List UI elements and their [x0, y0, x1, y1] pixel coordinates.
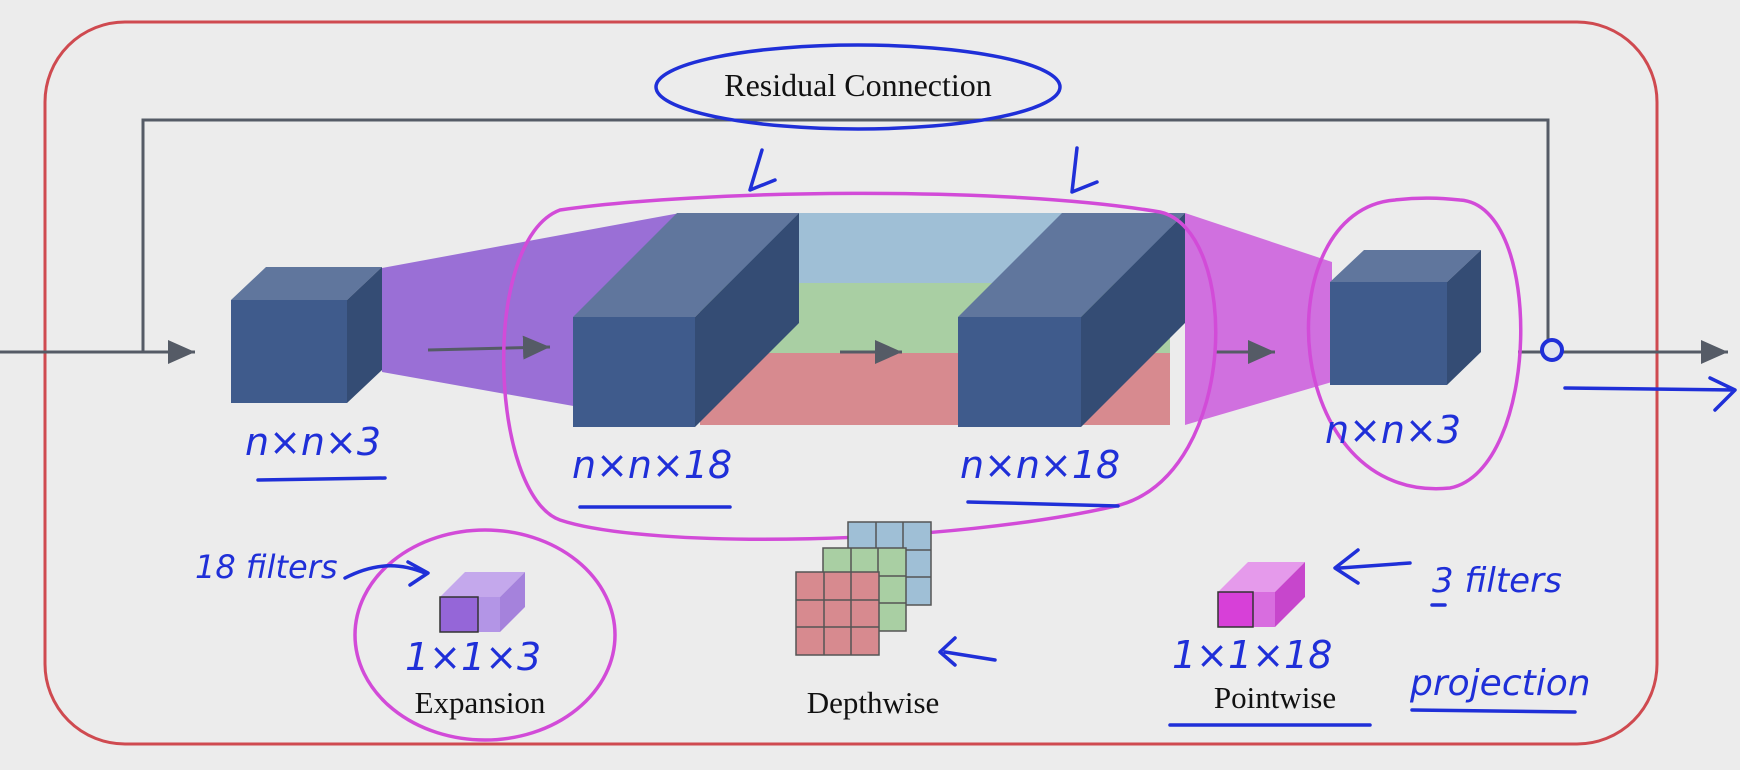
shape-output: n×n×3	[1325, 408, 1461, 452]
pointer-right	[1070, 146, 1099, 194]
input-block	[231, 267, 382, 403]
highlight-expansion-filter	[353, 528, 617, 742]
depthwise-filter-grids	[795, 521, 932, 656]
expansion-label: Expansion	[415, 685, 546, 720]
pointwise-filter-cube	[1217, 562, 1305, 628]
expanded-block	[573, 213, 799, 427]
shape-expanded: n×n×18	[572, 443, 732, 487]
output-block	[1330, 250, 1481, 385]
highlight-output-block	[1306, 196, 1523, 491]
flow-arrow-1	[427, 335, 551, 360]
pointwise-note: 3 filters	[1432, 561, 1562, 601]
expansion-note: 18 filters	[195, 548, 338, 586]
output-arrow	[1563, 376, 1737, 412]
depthwise-pointer	[938, 636, 997, 667]
projection-note: projection	[1409, 663, 1591, 704]
pointer-left	[748, 148, 777, 192]
pointwise-label: Pointwise	[1214, 680, 1336, 715]
residual-label: Residual Connection	[724, 67, 992, 103]
shape-depthwise-out: n×n×18	[960, 443, 1120, 487]
residual-path	[0, 118, 1728, 364]
pointwise-pointer	[1333, 548, 1412, 585]
shape-input: n×n×3	[245, 420, 381, 464]
highlight-depthwise-group	[501, 191, 1218, 542]
block-frame	[43, 20, 1659, 746]
expansion-filter-cube	[439, 572, 525, 633]
depthwise-label: Depthwise	[807, 685, 940, 720]
depthwise-output-block	[958, 213, 1185, 427]
add-node	[1540, 338, 1564, 362]
residual-label-circle	[654, 43, 1062, 131]
projection-fan	[1185, 213, 1332, 425]
pointwise-size: 1×1×18	[1172, 633, 1332, 677]
expansion-size: 1×1×3	[405, 635, 541, 679]
